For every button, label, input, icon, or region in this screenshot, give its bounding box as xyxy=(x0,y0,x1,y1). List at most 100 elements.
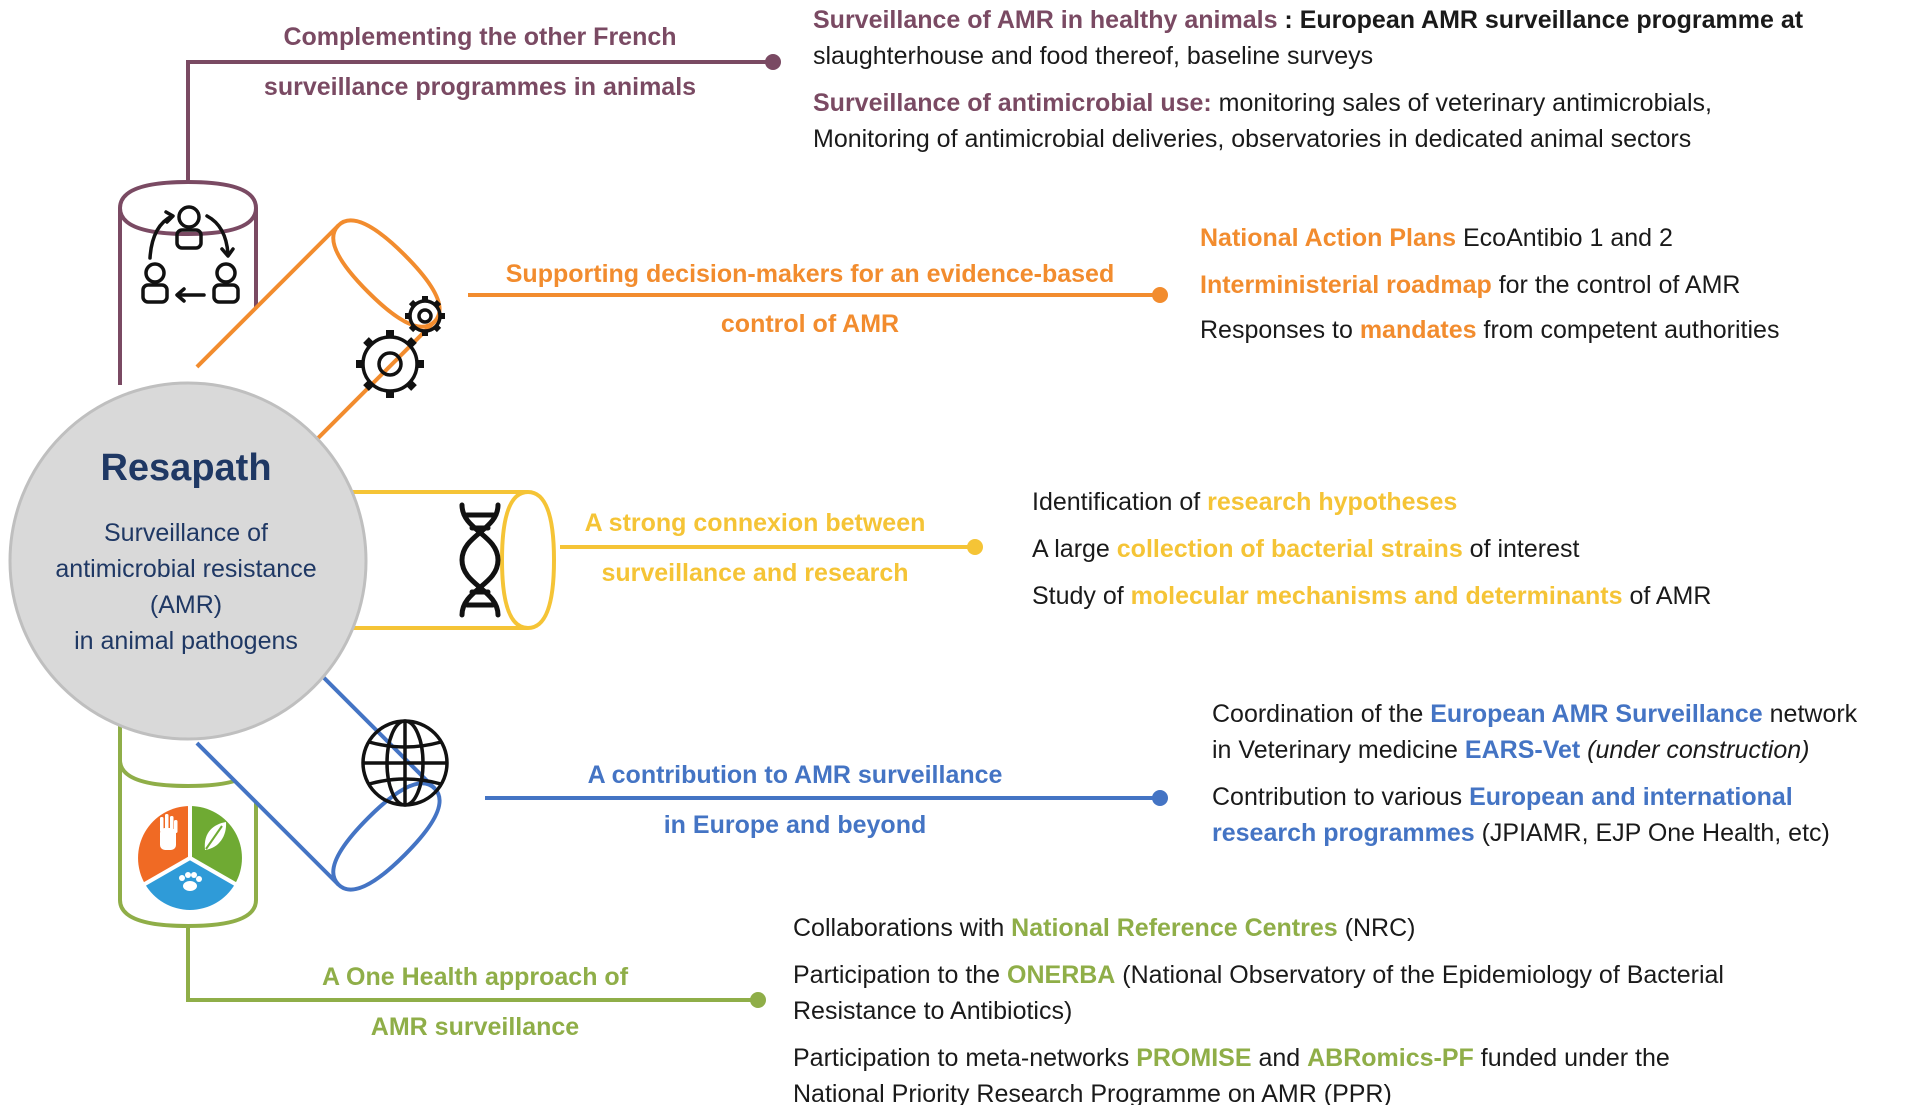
description-line: Responses to mandates from competent aut… xyxy=(1200,312,1779,348)
description-line: National Priority Research Programme on … xyxy=(793,1080,1392,1105)
branch-label-yellow: A strong connexion between surveillance … xyxy=(560,498,950,598)
highlight-text: collection of bacterial strains xyxy=(1116,535,1463,563)
description-blue: Coordination of the European AMR Surveil… xyxy=(1212,696,1857,851)
globe-icon xyxy=(361,719,449,807)
description-line: in Veterinary medicine EARS-Vet (under c… xyxy=(1212,732,1857,768)
dna-icon xyxy=(459,502,501,618)
highlight-text: EARS-Vet xyxy=(1464,736,1581,764)
branch-label-green: A One Health approach of AMR surveillanc… xyxy=(270,952,680,1052)
highlight-text: Surveillance of AMR in healthy animals xyxy=(813,6,1278,34)
description-line: Collaborations with National Reference C… xyxy=(793,910,1724,946)
connector-end-dot xyxy=(967,539,983,555)
center-subtitle-line: antimicrobial resistance xyxy=(55,555,317,583)
description-text: (under construction) xyxy=(1580,736,1810,764)
label-line: A contribution to AMR surveillance xyxy=(587,761,1003,789)
connector-end-dot xyxy=(765,54,781,70)
description-text: (National Observatory of the Epidemiolog… xyxy=(1115,961,1724,989)
people-cycle-icon xyxy=(141,205,240,304)
label-line: A strong connexion between xyxy=(584,509,926,537)
description-line: Resistance to Antibiotics) xyxy=(793,997,1073,1025)
description-text: of interest xyxy=(1462,535,1580,563)
label-line: AMR surveillance xyxy=(370,1013,580,1041)
description-line: A large collection of bacterial strains … xyxy=(1032,531,1711,567)
description-text: monitoring sales of veterinary antimicro… xyxy=(1211,89,1712,117)
one-health-icon xyxy=(138,804,242,910)
highlight-text: National Action Plans xyxy=(1200,224,1457,252)
highlight-text: mandates xyxy=(1359,316,1477,344)
description-line: Surveillance of antimicrobial use: monit… xyxy=(813,85,1803,121)
description-line: Study of molecular mechanisms and determ… xyxy=(1032,578,1711,614)
highlight-text: Surveillance of antimicrobial use: xyxy=(813,89,1212,117)
description-green: Collaborations with National Reference C… xyxy=(793,910,1724,1105)
highlight-text: PROMISE xyxy=(1136,1044,1252,1072)
center-subtitle-line: in animal pathogens xyxy=(74,627,298,655)
description-text: for the control of AMR xyxy=(1491,271,1741,299)
description-line: Coordination of the European AMR Surveil… xyxy=(1212,696,1857,732)
description-line: research programmes (JPIAMR, EJP One Hea… xyxy=(1212,815,1857,851)
label-line: surveillance and research xyxy=(601,559,909,587)
description-line: National Action Plans EcoAntibio 1 and 2 xyxy=(1200,220,1779,256)
description-text: of AMR xyxy=(1622,582,1712,610)
highlight-text: molecular mechanisms and determinants xyxy=(1130,582,1623,610)
highlight-text: National Reference Centres xyxy=(1011,914,1338,942)
description-line: Surveillance of AMR in healthy animals :… xyxy=(813,2,1803,38)
description-text: and xyxy=(1251,1044,1308,1072)
branch-label-blue: A contribution to AMR surveillance in Eu… xyxy=(540,750,1050,850)
description-text: funded under the xyxy=(1473,1044,1670,1072)
description-text: Contribution to various xyxy=(1212,783,1470,811)
highlight-text: research hypotheses xyxy=(1207,488,1458,516)
description-text: (JPIAMR, EJP One Health, etc) xyxy=(1474,819,1830,847)
description-text: : European AMR surveillance programme at xyxy=(1277,6,1804,34)
description-line: Contribution to various European and int… xyxy=(1212,779,1857,815)
description-text: in Veterinary medicine xyxy=(1212,736,1465,764)
highlight-text: ABRomics-PF xyxy=(1307,1044,1474,1072)
description-text: Identification of xyxy=(1032,488,1208,516)
description-text: Participation to the xyxy=(793,961,1008,989)
cylinder-yellow xyxy=(350,490,557,630)
description-text: from competent authorities xyxy=(1476,316,1780,344)
highlight-text: European AMR Surveillance xyxy=(1430,700,1763,728)
highlight-text: European and international xyxy=(1469,783,1793,811)
label-line: Supporting decision-makers for an eviden… xyxy=(505,260,1115,288)
label-line: control of AMR xyxy=(720,310,900,338)
description-text: Study of xyxy=(1032,582,1131,610)
connector-end-dot xyxy=(750,992,766,1008)
description-text: EcoAntibio 1 and 2 xyxy=(1456,224,1673,252)
description-text: (NRC) xyxy=(1337,914,1416,942)
description-line: Monitoring of antimicrobial deliveries, … xyxy=(813,125,1692,153)
description-line: slaughterhouse and food thereof, baselin… xyxy=(813,42,1374,70)
description-line: Participation to meta-networks PROMISE a… xyxy=(793,1040,1724,1076)
description-purple: Surveillance of AMR in healthy animals :… xyxy=(813,2,1803,157)
center-subtitle: Surveillance of antimicrobial resistance… xyxy=(10,515,362,659)
highlight-text: Interministerial roadmap xyxy=(1200,271,1492,299)
center-disc xyxy=(8,381,368,741)
label-line: surveillance programmes in animals xyxy=(263,73,697,101)
description-text: A large xyxy=(1032,535,1117,563)
gears-icon xyxy=(356,296,445,398)
description-line: Participation to the ONERBA (National Ob… xyxy=(793,957,1724,993)
description-text: network xyxy=(1762,700,1858,728)
description-text: Collaborations with xyxy=(793,914,1012,942)
label-line: A One Health approach of xyxy=(321,963,629,991)
description-text: Participation to meta-networks xyxy=(793,1044,1137,1072)
highlight-text: ONERBA xyxy=(1007,961,1116,989)
connector-end-dot xyxy=(1152,790,1168,806)
connector-green xyxy=(186,925,758,1002)
branch-label-orange: Supporting decision-makers for an eviden… xyxy=(470,249,1150,349)
description-line: Interministerial roadmap for the control… xyxy=(1200,267,1779,303)
branch-label-purple: Complementing the other French surveilla… xyxy=(230,12,730,112)
label-line: in Europe and beyond xyxy=(663,811,927,839)
description-text: Coordination of the xyxy=(1212,700,1431,728)
connector-end-dot xyxy=(1152,287,1168,303)
description-text: Responses to xyxy=(1200,316,1360,344)
center-subtitle-line: Surveillance of xyxy=(104,519,268,547)
center-subtitle-line: (AMR) xyxy=(149,591,223,619)
description-yellow: Identification of research hypotheses A … xyxy=(1032,484,1711,614)
highlight-text: research programmes xyxy=(1212,819,1475,847)
connector-purple xyxy=(186,60,773,180)
center-title: Resapath xyxy=(100,447,272,489)
description-orange: National Action Plans EcoAntibio 1 and 2… xyxy=(1200,220,1779,348)
description-line: Identification of research hypotheses xyxy=(1032,484,1711,520)
